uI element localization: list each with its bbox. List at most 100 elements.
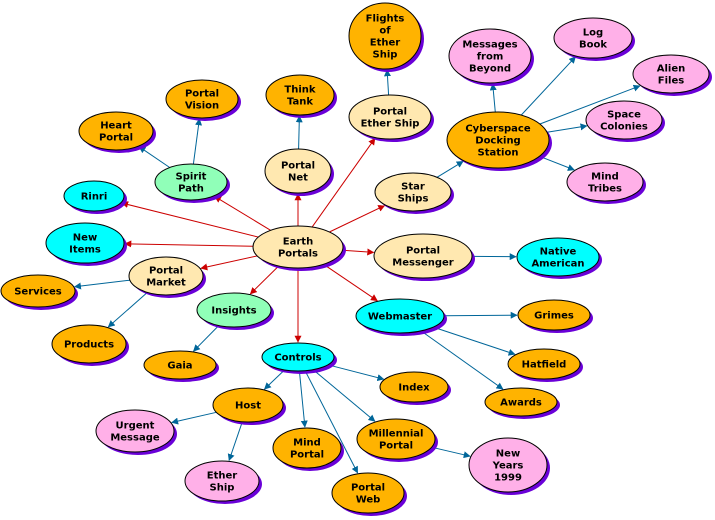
node-bubble[interactable] — [95, 409, 175, 453]
node-host[interactable]: Host — [212, 387, 286, 425]
node-label: Services — [14, 287, 62, 298]
node-bubble[interactable] — [374, 172, 452, 212]
node-bubble[interactable] — [165, 79, 239, 119]
node-bubble[interactable] — [128, 256, 204, 296]
node-controls[interactable]: Controls — [261, 342, 337, 374]
node-bubble[interactable] — [517, 299, 591, 331]
node-bubble[interactable] — [184, 460, 260, 502]
node-label: Station — [478, 148, 519, 159]
node-label: Ether — [370, 38, 401, 49]
node-bubble[interactable] — [585, 100, 663, 140]
node-index[interactable]: Index — [379, 371, 451, 405]
node-bubble[interactable] — [272, 427, 342, 469]
node-label: Alien — [657, 64, 686, 75]
connector-webmaster-to-grimes — [443, 311, 518, 319]
connector-portal-net-to-think-tank — [295, 115, 303, 150]
node-bubble[interactable] — [507, 348, 581, 380]
node-bubble[interactable] — [446, 111, 550, 169]
node-awards[interactable]: Awards — [484, 387, 560, 419]
node-label: Portal — [379, 441, 413, 452]
node-label: New — [496, 449, 520, 460]
node-bubble[interactable] — [355, 298, 445, 334]
node-label: Items — [69, 245, 101, 256]
node-hatfield[interactable]: Hatfield — [507, 348, 583, 382]
connector-controls-to-host — [263, 369, 285, 390]
node-bubble[interactable] — [196, 292, 272, 328]
node-bubble[interactable] — [331, 472, 405, 514]
node-bubble[interactable] — [566, 162, 644, 202]
connector-millennial-portal-to-new-years-1999 — [431, 446, 471, 459]
node-label: Hatfield — [522, 360, 567, 371]
node-bubble[interactable] — [264, 148, 332, 194]
node-bubble[interactable] — [252, 225, 344, 269]
node-bubble[interactable] — [553, 17, 633, 59]
node-bubble[interactable] — [448, 28, 532, 84]
node-label: Controls — [274, 353, 321, 364]
node-bubble[interactable] — [356, 418, 436, 460]
node-bubble[interactable] — [143, 350, 217, 380]
node-insights[interactable]: Insights — [196, 292, 274, 330]
node-bubble[interactable] — [468, 437, 548, 493]
connector-earth-portals-to-rinri — [121, 201, 259, 238]
node-bubble[interactable] — [154, 163, 228, 201]
node-bubble[interactable] — [0, 274, 76, 308]
node-bubble[interactable] — [265, 74, 335, 116]
node-grimes[interactable]: Grimes — [517, 299, 593, 333]
node-bubble[interactable] — [348, 2, 422, 70]
node-bubble[interactable] — [348, 94, 432, 140]
node-label: Portal — [373, 107, 407, 118]
node-label: Star — [401, 182, 425, 193]
node-bubble[interactable] — [78, 111, 154, 151]
node-label: Mind — [293, 438, 321, 449]
node-gaia[interactable]: Gaia — [143, 350, 219, 382]
connector-cyberspace-docking-station-to-alien-files — [539, 84, 641, 125]
node-label: Spirit — [176, 172, 207, 183]
node-bubble[interactable] — [212, 387, 284, 423]
node-services[interactable]: Services — [0, 274, 78, 310]
node-label: Earth — [283, 237, 313, 248]
node-bubble[interactable] — [516, 237, 600, 277]
node-label: Native — [540, 247, 577, 258]
connector-webmaster-to-awards — [420, 330, 504, 390]
node-bubble[interactable] — [373, 233, 473, 279]
node-bubble[interactable] — [51, 324, 127, 364]
connector-controls-to-mind-portal — [298, 370, 308, 428]
node-label: Portal — [406, 246, 440, 257]
node-bubble[interactable] — [261, 342, 335, 372]
node-bubble[interactable] — [379, 371, 449, 403]
node-label: Market — [146, 278, 186, 289]
node-bubble[interactable] — [632, 54, 710, 94]
node-bubble[interactable] — [45, 222, 125, 264]
node-bubble[interactable] — [484, 387, 558, 417]
connector-earth-portals-to-webmaster — [323, 263, 378, 302]
node-webmaster[interactable]: Webmaster — [355, 298, 447, 336]
node-rinri[interactable]: Rinri — [63, 180, 127, 214]
node-bubble[interactable] — [63, 180, 125, 212]
node-products[interactable]: Products — [51, 324, 129, 366]
